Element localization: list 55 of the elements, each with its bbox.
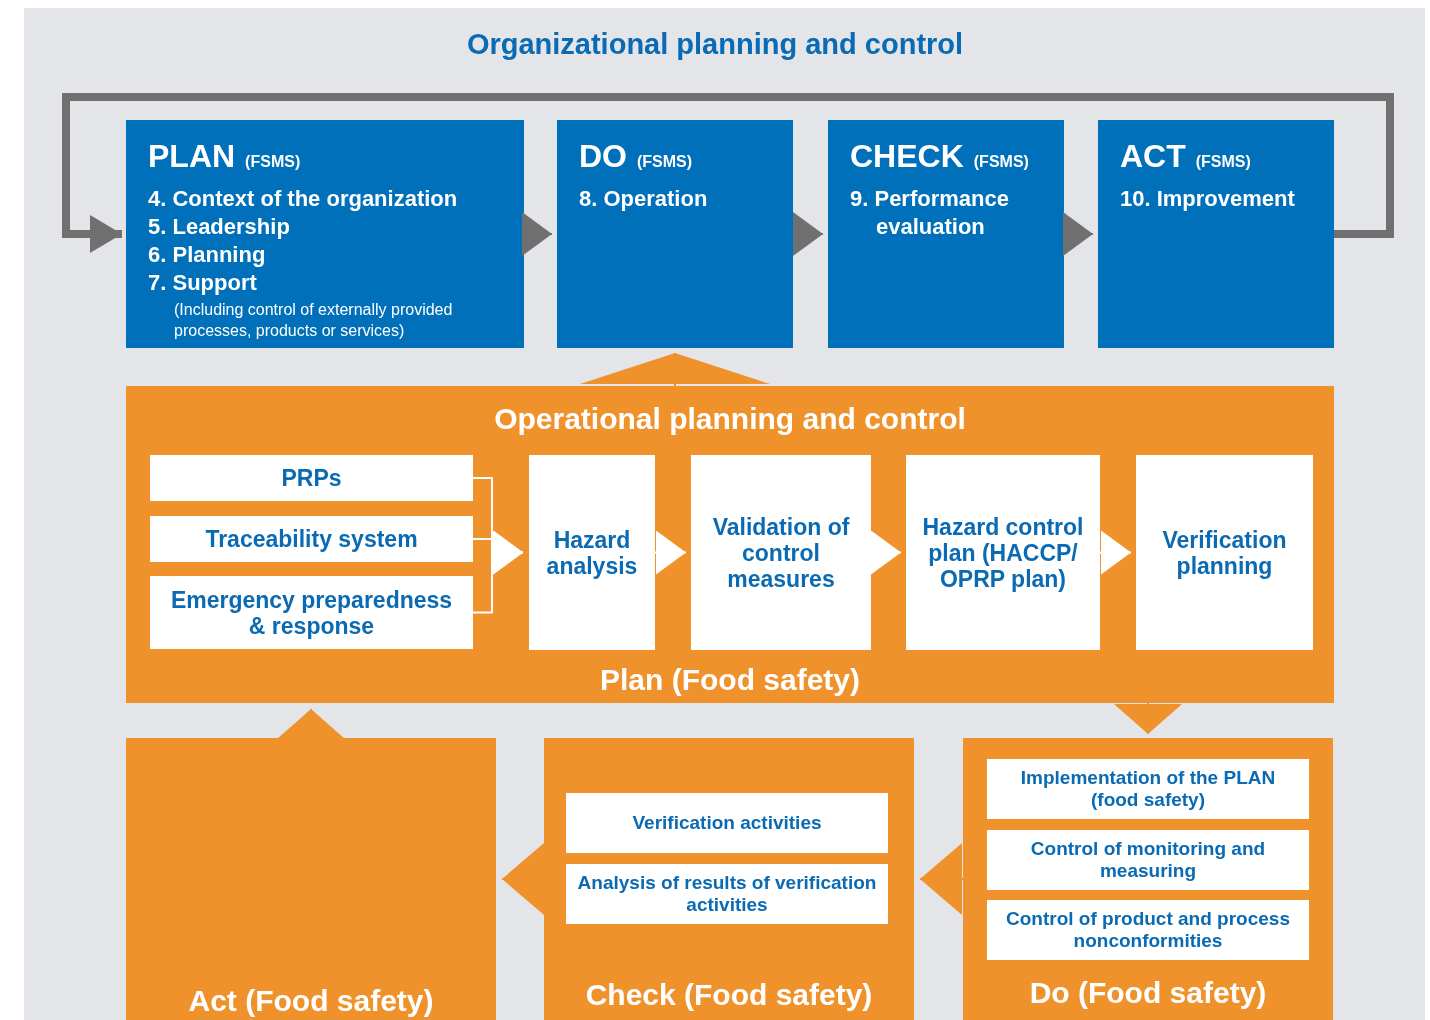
arrow bbox=[1099, 530, 1132, 575]
process-box bbox=[828, 120, 1064, 348]
process-panel bbox=[544, 738, 914, 1020]
process-panel bbox=[963, 738, 1333, 1020]
box-heading: PLAN bbox=[148, 138, 236, 174]
step-box: Validation of control measures bbox=[691, 455, 871, 650]
heading-tag: (FSMS) bbox=[973, 153, 1029, 170]
diagram-title: Organizational planning and control bbox=[465, 28, 965, 61]
step-box: Traceability system bbox=[150, 516, 473, 562]
arrow bbox=[522, 212, 553, 256]
process-box bbox=[557, 120, 793, 348]
list-item: 4. Context of the organization bbox=[148, 185, 459, 213]
list-item: 6. Planning bbox=[148, 241, 267, 269]
step-box: PRPs bbox=[150, 455, 473, 501]
heading-tag: (FSMS) bbox=[637, 153, 693, 170]
panel-label: Check (Food safety) bbox=[584, 978, 874, 1012]
note-text: (Including control of externally provided processes, products or services) bbox=[174, 300, 454, 341]
list-item: 7. Support bbox=[148, 269, 258, 297]
step-box: Hazard analysis bbox=[529, 455, 655, 650]
list-item: 10. Improvement bbox=[1120, 185, 1296, 213]
step-box: Analysis of results of verification activities bbox=[566, 864, 888, 924]
arrow bbox=[919, 843, 964, 915]
process-panel bbox=[126, 738, 496, 1020]
arrow bbox=[1063, 212, 1094, 256]
arrow bbox=[62, 93, 1394, 253]
step-box: Implementation of the PLAN (food safety) bbox=[987, 759, 1309, 819]
arrow bbox=[654, 530, 687, 575]
panel-heading: Operational planning and control bbox=[493, 402, 967, 436]
arrow bbox=[580, 352, 770, 387]
arrow bbox=[472, 530, 524, 614]
arrow bbox=[501, 843, 545, 915]
list-item: 5. Leadership bbox=[148, 213, 291, 241]
list-item: 9. Performance evaluation bbox=[850, 185, 1010, 241]
arrow bbox=[792, 212, 824, 256]
panel-label: Plan (Food safety) bbox=[599, 663, 861, 697]
step-box: Control of monitoring and measuring bbox=[987, 830, 1309, 890]
arrow bbox=[1114, 702, 1182, 735]
step-box: Emergency preparedness & response bbox=[150, 576, 473, 649]
heading-tag: (FSMS) bbox=[1195, 153, 1251, 170]
step-box: Verification activities bbox=[566, 793, 888, 853]
panel-label: Do (Food safety) bbox=[1028, 976, 1268, 1010]
step-box: Hazard control plan (HACCP/ OPRP plan) bbox=[906, 455, 1100, 650]
panel-label: Act (Food safety) bbox=[187, 984, 435, 1018]
box-heading: ACT bbox=[1120, 138, 1186, 174]
step-box: Verification planning bbox=[1136, 455, 1313, 650]
box-heading: CHECK bbox=[850, 138, 964, 174]
heading-tag: (FSMS) bbox=[245, 153, 301, 170]
step-box: Control of product and process nonconformities bbox=[987, 900, 1309, 960]
list-item: 8. Operation bbox=[579, 185, 709, 213]
box-heading: DO bbox=[579, 138, 627, 174]
process-box bbox=[1098, 120, 1334, 348]
process-panel bbox=[126, 386, 1334, 703]
arrow bbox=[277, 708, 345, 739]
arrow bbox=[870, 530, 902, 575]
process-box bbox=[126, 120, 524, 348]
